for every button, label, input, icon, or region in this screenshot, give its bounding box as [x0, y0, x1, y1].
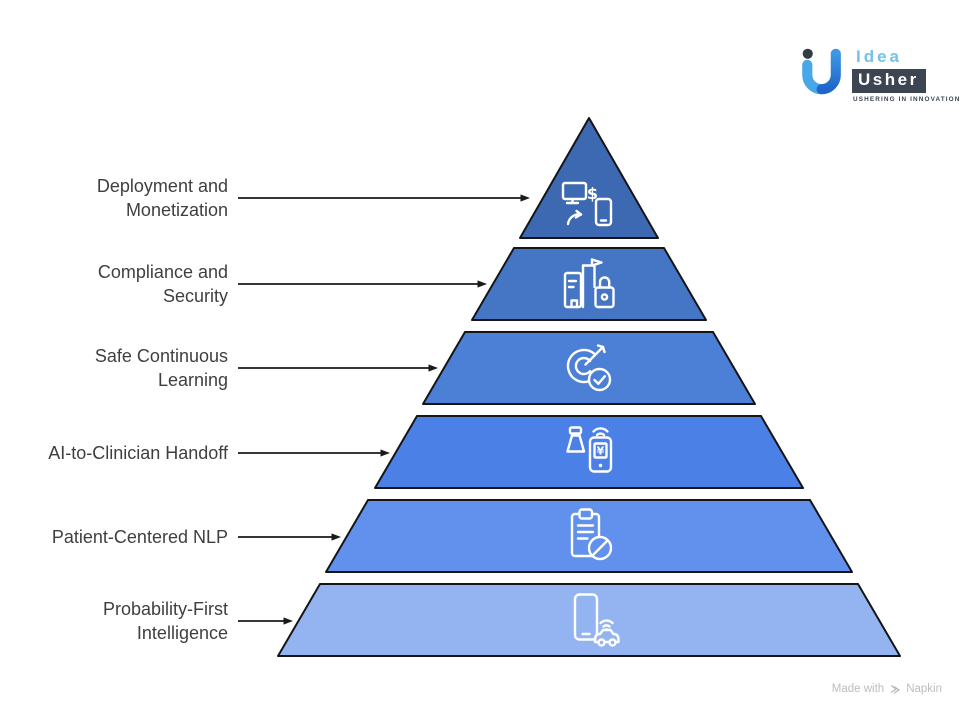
napkin-brand-text: Napkin	[906, 683, 942, 695]
label-line: Probability-First	[102, 599, 228, 619]
logo-usher-text: Usher	[852, 69, 926, 93]
svg-text:¥: ¥	[597, 445, 605, 458]
idea-usher-logo: Idea Usher USHERING IN INNOVATION	[799, 47, 960, 103]
logo-idea-text: Idea	[856, 47, 903, 66]
label-line: Security	[162, 286, 228, 306]
svg-text:$: $	[587, 184, 598, 203]
label-patient-centered-nlp: Patient-Centered NLP	[0, 525, 228, 549]
made-with-text: Made with	[831, 683, 885, 695]
monitor-dollar-phone-sync-icon: $	[561, 181, 613, 227]
idea-usher-logo-mark-icon	[802, 48, 841, 95]
phone-car-wifi-icon	[573, 593, 620, 647]
target-arrow-check-icon	[566, 344, 612, 392]
pyramid-level-compliance	[471, 247, 707, 321]
label-line: Deployment and	[96, 176, 228, 196]
clipboard-block-icon	[570, 508, 613, 561]
label-line: AI-to-Clinician Handoff	[48, 443, 228, 463]
napkin-logo-icon	[891, 685, 900, 694]
label-line: Monetization	[125, 200, 228, 220]
label-safe-continuous-learning: Safe Continuous Learning	[0, 344, 228, 392]
building-flag-lock-icon	[563, 258, 615, 309]
made-with-napkin: Made with Napkin	[832, 683, 942, 695]
label-line: Intelligence	[136, 623, 228, 643]
label-deployment-monetization: Deployment and Monetization	[0, 174, 228, 222]
label-probability-first-intelligence: Probability-First Intelligence	[0, 597, 228, 645]
logo-tagline: USHERING IN INNOVATION	[853, 96, 961, 103]
bell-phone-wifi-icon: ¥	[566, 426, 613, 473]
pyramid-level-deployment	[519, 117, 659, 239]
label-compliance-security: Compliance and Security	[0, 260, 228, 308]
label-line: Compliance and	[97, 262, 228, 282]
pyramid-level-nlp	[325, 499, 853, 573]
pyramid-level-learning	[422, 331, 756, 405]
label-line: Safe Continuous	[94, 346, 228, 366]
pyramid-level-probability	[277, 583, 901, 657]
label-ai-to-clinician-handoff: AI-to-Clinician Handoff	[0, 441, 228, 465]
label-line: Learning	[157, 370, 228, 390]
label-line: Patient-Centered NLP	[51, 527, 228, 547]
